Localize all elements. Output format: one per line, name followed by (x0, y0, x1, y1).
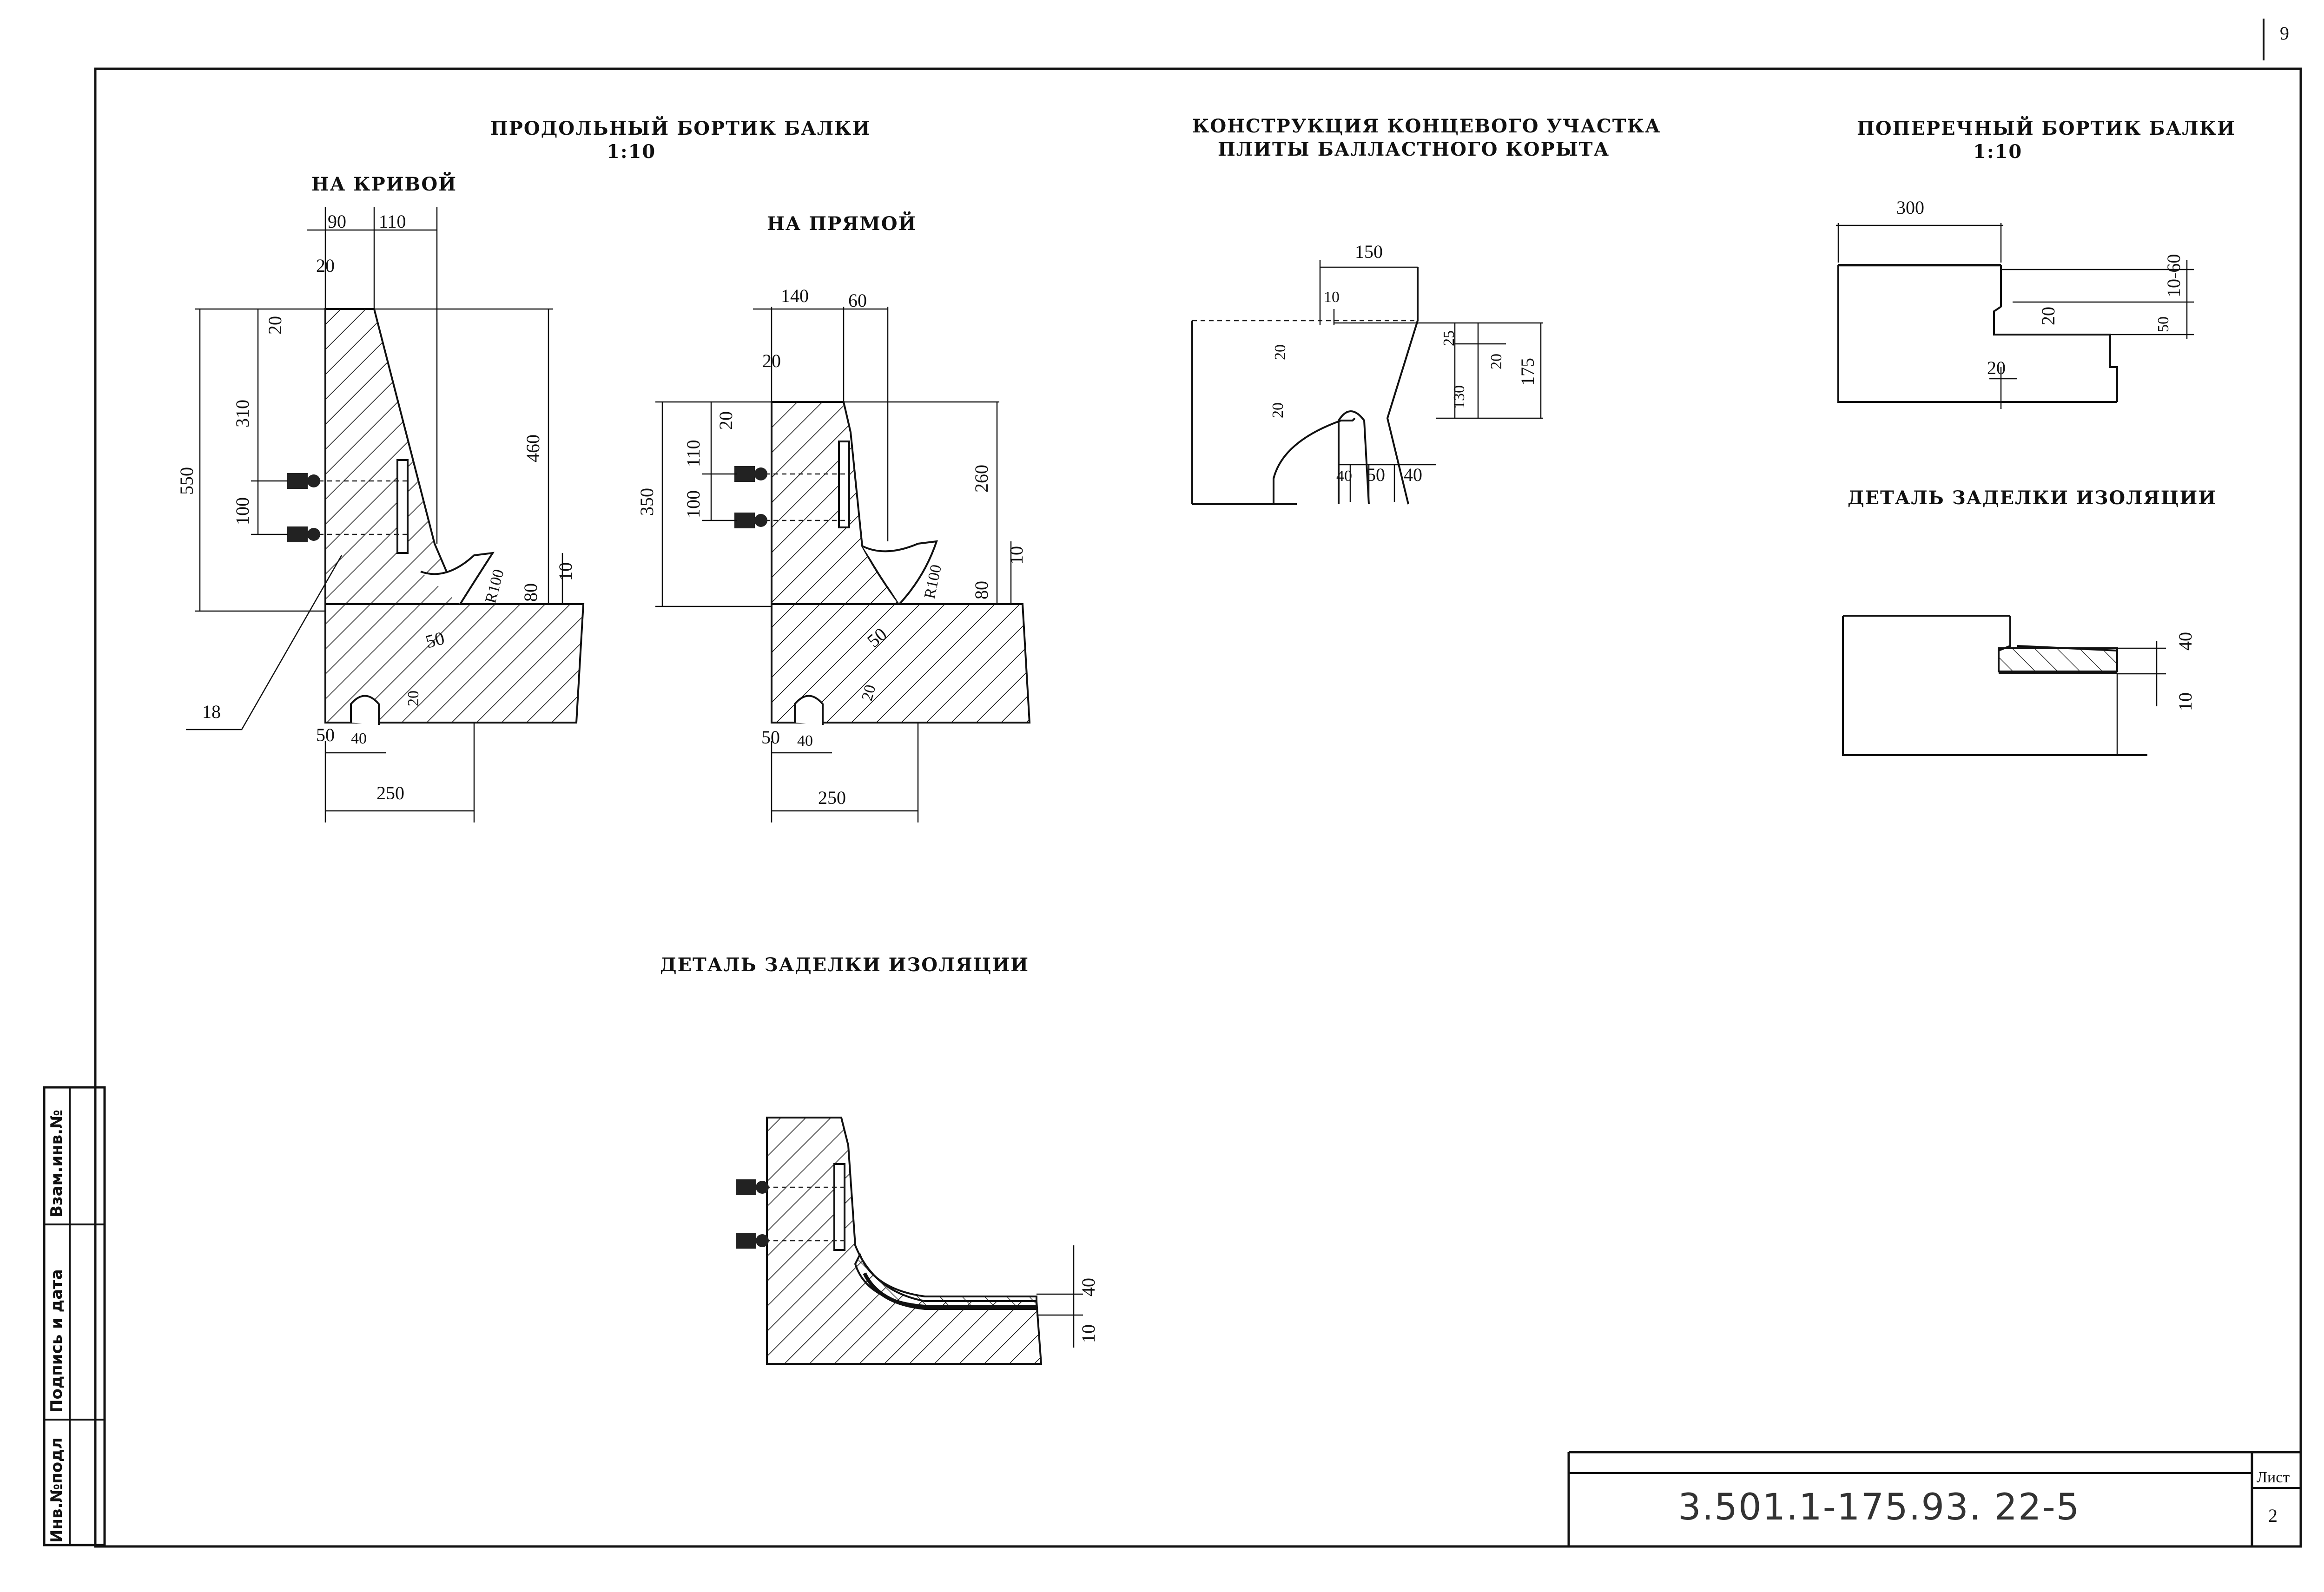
detail-bottom-title: ДЕТАЛЬ ЗАДЕЛКИ ИЗОЛЯЦИИ (660, 954, 1029, 976)
transverse-title: ПОПЕРЕЧНЫЙ БОРТИК БАЛКИ (1857, 116, 2236, 139)
dim-end-150: 150 (1355, 241, 1383, 262)
end-section-title-1: КОНСТРУКЦИЯ КОНЦЕВОГО УЧАСТКА (1192, 115, 1661, 137)
dim-end-50: 50 (1367, 464, 1385, 485)
dim-straight-110: 110 (683, 440, 704, 467)
dim-end-20-top: 20 (1272, 344, 1289, 360)
dim-transverse-50: 50 (2155, 316, 2172, 332)
dim-straight-140: 140 (781, 285, 809, 306)
corner-page-number: 9 (2280, 23, 2289, 44)
longitudinal-scale: 1:10 (607, 141, 656, 163)
dim-curve-20-top: 20 (316, 255, 335, 276)
dim-straight-10: 10 (1006, 546, 1027, 565)
straight-section: НА ПРЯМОЙ 140 60 20 20 110 350 (636, 211, 1031, 822)
drawing-designation: 3.501.1-175.93. 22-5 (1678, 1487, 2080, 1528)
stamp-replaces: Взам.инв.№ (47, 1110, 66, 1217)
end-section: КОНСТРУКЦИЯ КОНЦЕВОГО УЧАСТКА ПЛИТЫ БАЛЛ… (1191, 115, 1661, 505)
dim-curve-100: 100 (232, 497, 253, 525)
stamp-inv-no: Инв.№подл (47, 1438, 66, 1543)
dim-straight-20-side: 20 (715, 411, 736, 430)
dim-curve-310: 310 (232, 400, 253, 428)
dim-curve-40-bottom: 40 (351, 730, 367, 747)
dim-straight-350: 350 (636, 488, 657, 516)
dim-straight-250: 250 (818, 787, 846, 808)
dim-detail-right-40: 40 (2175, 632, 2196, 651)
dim-transverse-10-60: 10-60 (2163, 254, 2184, 297)
sheet-number: 2 (2268, 1505, 2278, 1526)
dim-curve-110: 110 (379, 211, 406, 232)
transverse-section: ПОПЕРЕЧНЫЙ БОРТИК БАЛКИ 1:10 300 10-60 2… (1836, 116, 2236, 409)
dim-end-20-right: 20 (1488, 354, 1505, 369)
detail-right-title: ДЕТАЛЬ ЗАДЕЛКИ ИЗОЛЯЦИИ (1848, 487, 2217, 509)
curve-subtitle: НА КРИВОЙ (311, 172, 457, 195)
sheet-frame: 9 (94, 19, 2302, 1548)
dim-end-40-a: 40 (1336, 467, 1352, 485)
dim-curve-18: 18 (202, 701, 221, 722)
end-section-title-2: ПЛИТЫ БАЛЛАСТНОГО КОРЫТА (1218, 138, 1610, 160)
approval-stamp-strip: Инв.№подл Подпись и дата Взам.инв.№ (43, 1086, 106, 1546)
dim-curve-550: 550 (176, 467, 197, 495)
stamp-sign-date: Подпись и дата (47, 1269, 66, 1413)
straight-subtitle: НА ПРЯМОЙ (767, 211, 917, 235)
dim-straight-260: 260 (971, 465, 992, 493)
transverse-scale: 1:10 (1973, 141, 2022, 163)
dim-end-20-mid: 20 (1269, 402, 1287, 418)
dim-straight-40-bottom: 40 (797, 732, 813, 750)
dim-straight-50-bottom: 50 (761, 727, 780, 748)
dim-detail-bottom-10: 10 (1078, 1324, 1099, 1343)
dim-curve-10: 10 (555, 562, 576, 581)
dim-end-25: 25 (1440, 330, 1458, 346)
dim-transverse-20-b: 20 (1987, 357, 2006, 378)
dim-straight-100: 100 (683, 490, 704, 518)
dim-curve-20-side: 20 (264, 316, 285, 335)
dim-straight-80: 80 (971, 581, 992, 599)
dim-end-40-b: 40 (1404, 464, 1422, 485)
title-block: 3.501.1-175.93. 22-5 Лист 2 (1567, 1451, 2301, 1546)
dim-curve-460: 460 (522, 434, 543, 462)
dim-detail-right-10: 10 (2175, 692, 2196, 711)
dim-curve-50-bottom: 50 (316, 724, 335, 745)
dim-curve-80: 80 (520, 583, 541, 602)
dim-curve-250: 250 (376, 783, 404, 803)
dim-transverse-20-a: 20 (2038, 307, 2059, 325)
sheet-label: Лист (2257, 1469, 2290, 1486)
dim-end-10: 10 (1324, 289, 1340, 306)
dim-transverse-300: 300 (1896, 197, 1924, 218)
dim-detail-bottom-40: 40 (1078, 1278, 1099, 1296)
dim-straight-60: 60 (848, 290, 867, 311)
dim-end-130: 130 (1451, 385, 1468, 409)
detail-right: ДЕТАЛЬ ЗАДЕЛКИ ИЗОЛЯЦИИ 40 10 (1842, 487, 2217, 756)
dim-end-175: 175 (1517, 358, 1538, 386)
curve-section: НА КРИВОЙ 90 110 (176, 172, 585, 822)
detail-bottom: ДЕТАЛЬ ЗАДЕЛКИ ИЗОЛЯЦИИ 40 10 (660, 954, 1099, 1365)
dim-curve-20-bottom: 20 (405, 691, 422, 706)
dim-straight-20-top: 20 (762, 350, 781, 371)
dim-curve-r100: R100 (482, 567, 508, 605)
longitudinal-title: ПРОДОЛЬНЫЙ БОРТИК БАЛКИ (490, 116, 871, 139)
dim-curve-90: 90 (328, 211, 346, 232)
